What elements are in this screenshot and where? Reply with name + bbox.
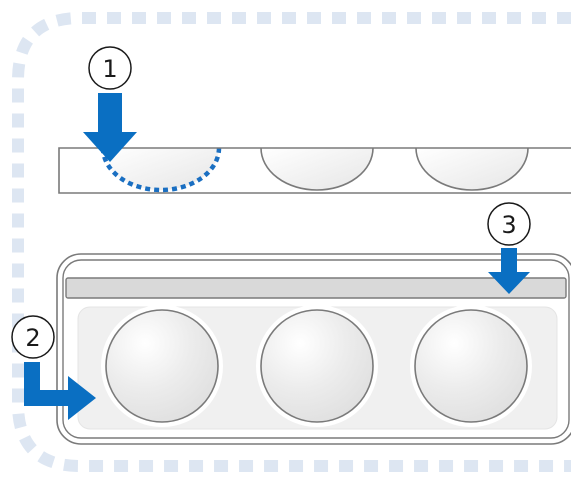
case-group — [56, 253, 571, 445]
step-1-badge-icon — [88, 46, 132, 90]
case-cup-3 — [414, 309, 528, 423]
step-3-marker: 3 — [487, 202, 531, 294]
case-cup-2 — [260, 309, 374, 423]
step-3-badge-icon — [487, 202, 531, 246]
case-cup-1 — [105, 309, 219, 423]
step-1-number: 1 — [102, 55, 117, 83]
top-strip — [58, 147, 571, 194]
step-3-down-arrow-icon — [488, 248, 530, 294]
case-lid — [65, 277, 567, 299]
step-2-badge-icon — [11, 315, 55, 359]
step-3-number: 3 — [501, 211, 516, 239]
dashed-frame — [12, 12, 571, 472]
step-1-down-arrow-icon — [83, 93, 137, 162]
top-cup-2 — [260, 147, 374, 191]
top-cup-1-hidden-outline — [100, 147, 222, 193]
step-2-marker: 2 — [11, 315, 96, 420]
top-cup-3 — [415, 147, 529, 191]
top-cup-1 — [103, 148, 219, 190]
step-1-marker: 1 — [83, 46, 137, 162]
step-2-number: 2 — [25, 324, 40, 352]
top-strip-group — [58, 147, 571, 194]
step-2-elbow-arrow-icon — [24, 362, 96, 420]
